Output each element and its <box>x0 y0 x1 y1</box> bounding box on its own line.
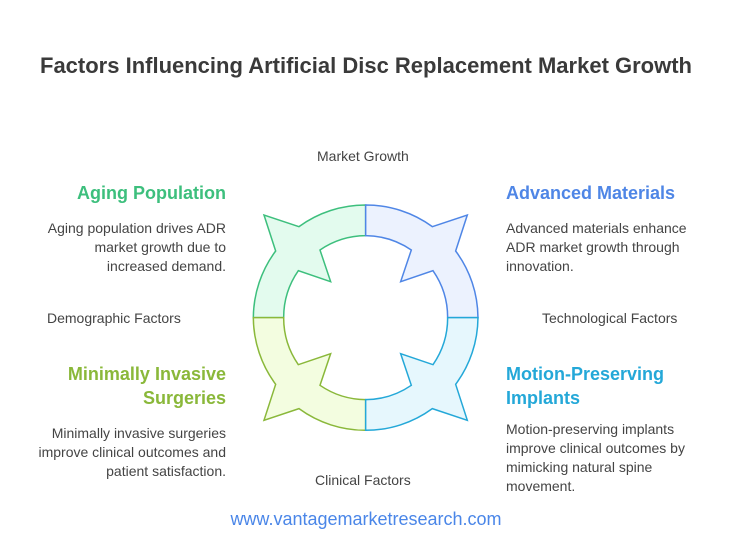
page-title: Factors Influencing Artificial Disc Repl… <box>40 53 692 78</box>
quadrant-aging-population <box>252 204 367 319</box>
desc-minimally-invasive: Minimally invasive surgeries improve cli… <box>38 425 226 479</box>
desc-advanced-materials: Advanced materials enhance ADR market gr… <box>506 220 687 274</box>
heading-aging-population: Aging Population <box>77 183 226 203</box>
desc-motion-preserving: Motion-preserving implants improve clini… <box>506 421 685 494</box>
axis-label-left: Demographic Factors <box>47 310 181 326</box>
heading-minimally-invasive: Minimally Invasive Surgeries <box>67 364 226 408</box>
quadrant-minimally-invasive <box>252 316 367 432</box>
axis-label-top: Market Growth <box>317 148 409 164</box>
axis-label-bottom: Clinical Factors <box>315 472 411 488</box>
quadrant-motion-preserving <box>364 316 479 432</box>
axis-label-right: Technological Factors <box>542 310 678 326</box>
heading-advanced-materials: Advanced Materials <box>506 183 676 203</box>
quadrant-advanced-materials <box>364 204 479 319</box>
footer-url[interactable]: www.vantagemarketresearch.com <box>230 509 502 529</box>
desc-aging-population: Aging population drives ADR market growt… <box>47 220 226 274</box>
heading-motion-preserving: Motion-Preserving Implants <box>506 364 665 408</box>
